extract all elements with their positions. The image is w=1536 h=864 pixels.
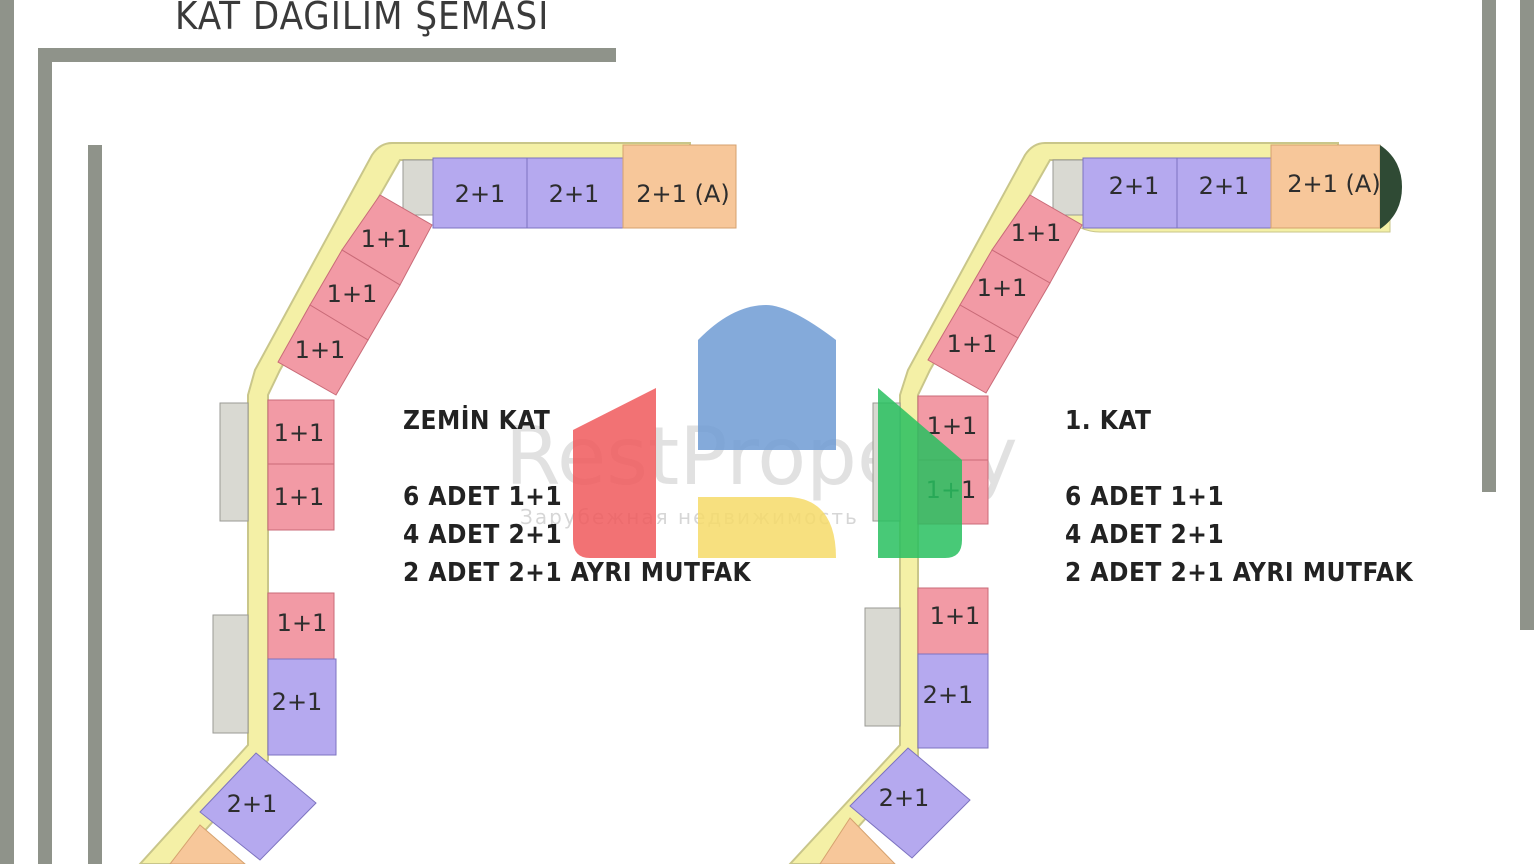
first-unit-label: 2+1 xyxy=(1109,172,1160,200)
ground-summary-line: 6 ADET 1+1 xyxy=(403,482,563,512)
ground-stairs-1 xyxy=(402,159,434,216)
first-stairs-3 xyxy=(864,607,901,727)
watermark-logo-yellow-shape xyxy=(698,497,836,558)
frame-left-inner xyxy=(38,48,52,864)
ground-unit-label: 1+1 xyxy=(327,280,378,308)
watermark-logo-green-shape xyxy=(878,388,962,558)
watermark-logo-red-shape xyxy=(573,388,656,558)
ground-unit-1-1-v1 xyxy=(267,399,335,465)
ground-unit-label: 1+1 xyxy=(295,336,346,364)
ground-unit-label: 1+1 xyxy=(274,419,325,447)
first-stairs-1 xyxy=(1052,159,1084,216)
ground-unit-1-1-v3 xyxy=(267,592,335,660)
ground-unit-1-1-v2 xyxy=(267,463,335,531)
first-unit-label: 1+1 xyxy=(947,330,998,358)
first-unit-label: 1+1 xyxy=(927,412,978,440)
first-unit-label: 2+1 xyxy=(1199,172,1250,200)
watermark-logo xyxy=(573,305,962,558)
first-balcony-dark xyxy=(1380,145,1402,229)
ground-unit-label: 2+1 xyxy=(227,790,278,818)
ground-unit-label: 2+1 xyxy=(272,688,323,716)
ground-floor-plan: 2+1 2+1 2+1 (A) 1+1 1+1 1+1 1+1 1+1 1+1 … xyxy=(138,142,737,864)
first-unit-2-1-low xyxy=(849,747,971,859)
ground-unit-label: 2+1 (A) xyxy=(636,180,729,208)
ground-unit-label: 1+1 xyxy=(274,483,325,511)
ground-unit-2-1-low xyxy=(199,752,317,861)
ground-summary-line: 4 ADET 2+1 xyxy=(403,520,563,550)
ground-unit-label: 2+1 xyxy=(549,180,600,208)
ground-unit-2-1-b xyxy=(526,157,624,229)
first-unit-label: 2+1 xyxy=(879,784,930,812)
first-unit-1-1-v3 xyxy=(917,587,989,655)
first-unit-label: 2+1 xyxy=(923,681,974,709)
ground-unit-orange-low xyxy=(169,824,246,864)
ground-unit-label: 2+1 xyxy=(455,180,506,208)
first-unit-orange-low xyxy=(819,817,896,864)
first-unit-label: 2+1 (A) xyxy=(1287,170,1380,198)
first-unit-label: 1+1 xyxy=(930,602,981,630)
ground-stairs-3 xyxy=(212,614,249,734)
ground-stairs-2 xyxy=(219,402,249,522)
first-unit-2-1-v4 xyxy=(917,653,989,749)
ground-floor-info: ZEMİN KAT 6 ADET 1+1 4 ADET 2+1 2 ADET 2… xyxy=(403,402,751,592)
first-unit-label: 1+1 xyxy=(977,274,1028,302)
ground-summary-line: 2 ADET 2+1 AYRI MUTFAK xyxy=(403,558,752,588)
first-unit-1-1-diag-3 xyxy=(927,304,1019,394)
first-summary-line: 6 ADET 1+1 xyxy=(1065,482,1225,512)
ground-unit-label: 1+1 xyxy=(277,609,328,637)
first-summary-line: 4 ADET 2+1 xyxy=(1065,520,1225,550)
first-summary-line: 2 ADET 2+1 AYRI MUTFAK xyxy=(1065,558,1414,588)
ground-unit-1-1-diag-3 xyxy=(277,304,369,396)
ground-unit-2-1-a xyxy=(432,157,528,229)
frame-right-inner xyxy=(1482,0,1496,492)
first-floor-info: 1. KAT 6 ADET 1+1 4 ADET 2+1 2 ADET 2+1 … xyxy=(1065,402,1413,592)
ground-unit-2-1-special xyxy=(622,144,737,229)
first-unit-label: 1+1 xyxy=(1011,219,1062,247)
ground-unit-label: 1+1 xyxy=(361,225,412,253)
first-floor-heading: 1. KAT xyxy=(1065,406,1152,436)
frame-top-bar xyxy=(38,48,616,62)
ground-unit-2-1-v4 xyxy=(267,658,337,756)
first-unit-2-1-a xyxy=(1082,157,1178,229)
frame-right-outer xyxy=(1520,0,1534,630)
watermark-logo-blue-shape xyxy=(698,305,836,450)
first-corridor xyxy=(788,142,1339,864)
ground-corridor xyxy=(138,142,691,864)
ground-floor-heading: ZEMİN KAT xyxy=(403,406,551,436)
page-title: KAT DAĞILIM ŞEMASI xyxy=(175,0,550,38)
first-unit-2-1-b xyxy=(1176,157,1272,229)
frame-left-outer xyxy=(0,0,14,864)
frame-left-third xyxy=(88,145,102,864)
